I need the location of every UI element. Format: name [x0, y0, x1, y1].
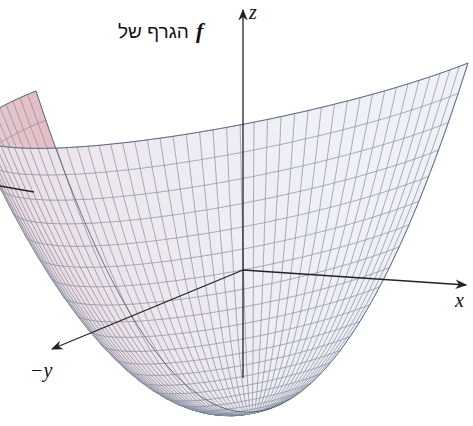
mesh-face	[289, 166, 303, 194]
mesh-face	[227, 125, 241, 155]
y-axis	[52, 270, 243, 349]
mesh-face	[247, 363, 253, 375]
mesh-face	[259, 348, 267, 362]
mesh-face	[244, 305, 253, 323]
mesh-face	[240, 122, 254, 152]
surface-mesh	[0, 63, 468, 416]
axis-line	[0, 186, 34, 192]
mesh-face	[232, 249, 243, 272]
mesh-face	[100, 245, 117, 267]
mesh-face	[253, 266, 263, 287]
mesh-face	[251, 413, 252, 414]
mesh-face	[258, 372, 264, 383]
mesh-face	[246, 351, 253, 365]
mesh-face	[293, 111, 308, 142]
mesh-face	[277, 168, 291, 196]
mesh-face	[247, 374, 253, 385]
mesh-face	[222, 251, 234, 273]
mesh-face	[228, 153, 242, 182]
mesh-face	[210, 411, 220, 414]
mesh-face	[263, 243, 274, 266]
axis-label: −y	[30, 360, 52, 380]
mesh-face	[291, 139, 306, 169]
mesh-face	[253, 245, 264, 268]
mesh-face	[253, 350, 260, 364]
mesh-face	[267, 117, 281, 148]
mesh-face	[75, 174, 93, 200]
mesh-face	[276, 194, 289, 220]
mesh-face	[278, 142, 292, 171]
mesh-face	[201, 406, 212, 411]
mesh-face	[260, 334, 268, 350]
mesh-face	[264, 220, 276, 245]
mesh-face	[229, 179, 242, 206]
mesh-face	[253, 392, 257, 400]
mesh-face	[253, 303, 262, 321]
mesh-face	[67, 147, 85, 174]
mesh-face	[193, 400, 204, 406]
mesh-face	[253, 223, 264, 247]
mesh-face	[287, 191, 301, 218]
mesh-face	[230, 204, 242, 230]
mesh-face	[253, 383, 258, 392]
mesh-face	[280, 114, 295, 145]
mesh-face	[253, 199, 265, 225]
mesh-face	[262, 283, 272, 303]
mesh-face	[200, 130, 215, 160]
mesh-face	[261, 302, 270, 321]
axis-label: x	[455, 290, 464, 310]
mesh-face	[265, 196, 277, 222]
mesh-face	[269, 300, 279, 319]
mesh-face	[245, 322, 253, 339]
mesh-face	[0, 111, 6, 142]
mesh-face	[0, 114, 2, 145]
mesh-face	[273, 240, 285, 263]
mesh-face	[260, 318, 269, 335]
mesh-face	[253, 285, 262, 305]
mesh-face	[213, 127, 228, 157]
mesh-face	[84, 199, 101, 223]
mesh-face	[253, 320, 261, 337]
mesh-face	[254, 120, 268, 150]
graph-title: הגרף של	[118, 22, 189, 41]
mesh-face	[270, 281, 281, 301]
mesh-face	[185, 393, 197, 400]
mesh-face	[254, 174, 267, 202]
mesh-face	[238, 338, 246, 353]
mesh-face	[220, 229, 232, 253]
mesh-face	[263, 264, 274, 286]
function-name: f	[196, 20, 203, 42]
mesh-face	[244, 287, 253, 307]
mesh-face	[253, 336, 261, 351]
mesh-face	[274, 218, 286, 243]
mesh-face	[243, 247, 254, 270]
mesh-face	[252, 399, 256, 405]
mesh-face	[217, 181, 231, 208]
mesh-face	[265, 171, 278, 199]
mesh-face	[151, 351, 165, 364]
mesh-face	[218, 414, 228, 416]
mesh-face	[248, 384, 253, 393]
mesh-face	[215, 155, 229, 183]
mesh-face	[231, 227, 243, 251]
mesh-face	[168, 375, 181, 385]
surface-outline	[0, 63, 468, 412]
z-axis	[242, 10, 243, 378]
mesh-face	[109, 266, 125, 286]
mesh-face	[237, 323, 246, 340]
mesh-face	[246, 337, 254, 352]
mesh-face	[266, 145, 280, 174]
mesh-face	[92, 223, 109, 246]
mesh-face	[218, 206, 231, 231]
mesh-face	[254, 147, 267, 176]
axis-label: z	[249, 2, 257, 22]
mesh-face	[253, 373, 259, 384]
mesh-face	[258, 361, 265, 374]
mesh-face	[242, 225, 253, 249]
x-axis	[243, 270, 466, 285]
mesh-face	[253, 362, 259, 374]
